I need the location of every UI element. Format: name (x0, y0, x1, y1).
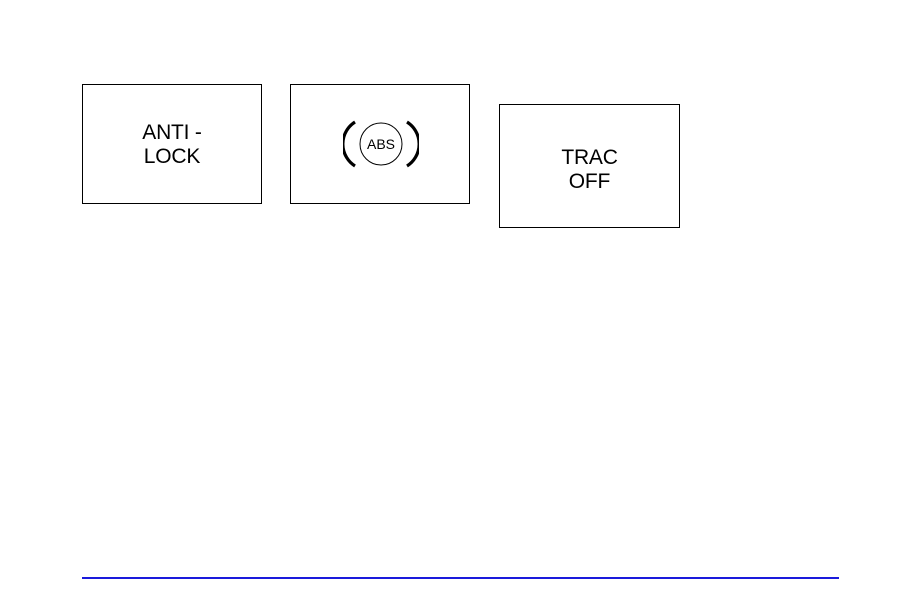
anti-lock-label-line-2: LOCK (83, 145, 261, 169)
trac-off-label-line-2: OFF (500, 170, 679, 194)
abs-right-arc (407, 122, 419, 166)
abs-indicator-panel: ABS (290, 84, 470, 204)
abs-brake-warning-icon: ABS (343, 117, 419, 171)
trac-off-label: TRAC OFF (500, 146, 679, 194)
abs-symbol-text: ABS (367, 136, 395, 152)
trac-off-label-line-1: TRAC (500, 146, 679, 170)
anti-lock-label: ANTI - LOCK (83, 121, 261, 169)
abs-left-arc (343, 122, 355, 166)
anti-lock-label-line-1: ANTI - (83, 121, 261, 145)
trac-off-indicator-panel: TRAC OFF (499, 104, 680, 228)
footer-rule (82, 577, 839, 579)
anti-lock-indicator-panel: ANTI - LOCK (82, 84, 262, 204)
